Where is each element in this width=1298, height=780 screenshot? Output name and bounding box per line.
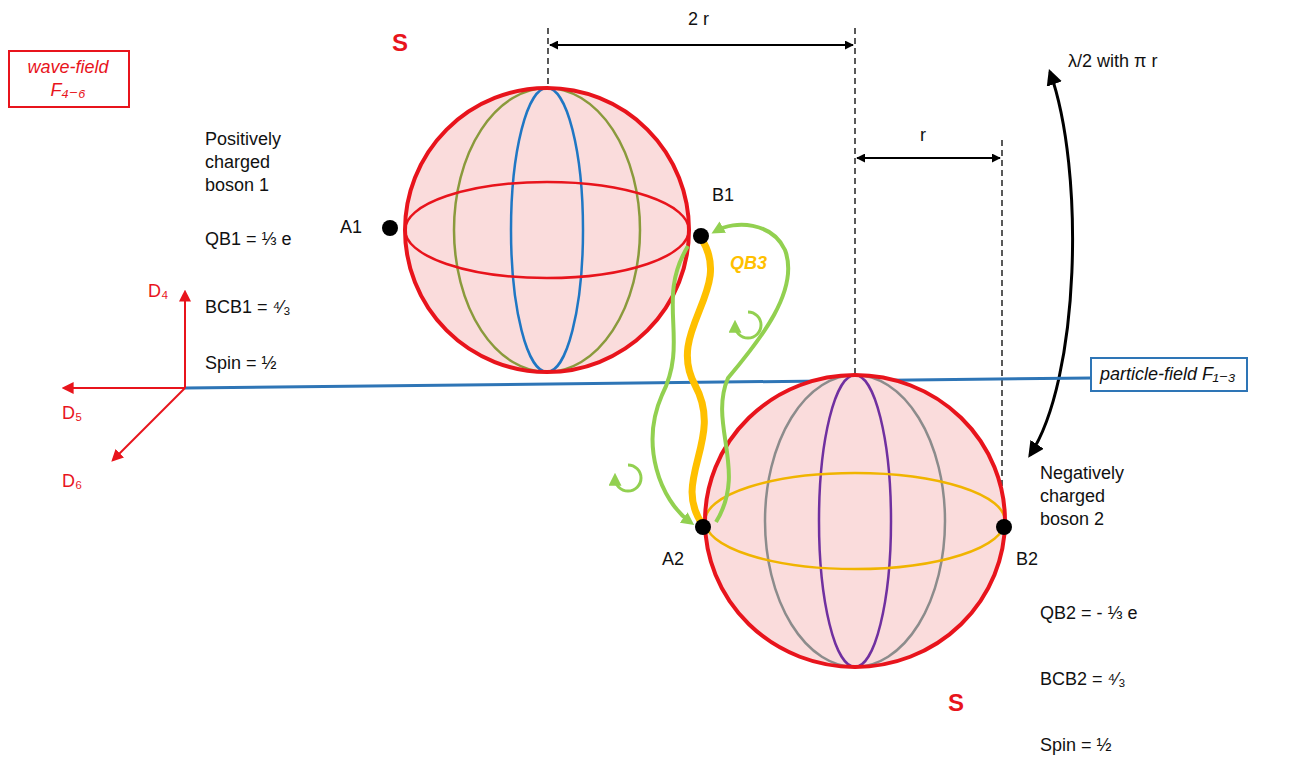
label-anchor: QB3 xyxy=(730,252,767,275)
label-anchor: Spin = ½ xyxy=(1040,734,1112,757)
meridian-ring xyxy=(454,88,640,372)
property-label: BCB1 = ⁴⁄₃ xyxy=(205,296,291,319)
label-anchor: A2 xyxy=(662,548,684,571)
axis-arrow xyxy=(184,292,186,388)
label-anchor: r xyxy=(920,124,926,147)
label-anchor: D₆ xyxy=(62,470,82,493)
meridian-ring xyxy=(819,375,891,667)
label-anchor: QB1 = ⅓ e xyxy=(205,228,292,251)
exchange-wave xyxy=(687,238,710,525)
point-label: A2 xyxy=(662,548,684,571)
spin-label: Spin = ½ xyxy=(1040,734,1112,757)
equator-ring xyxy=(405,182,689,278)
field-name: particle-field F₁₋₃ xyxy=(1100,363,1235,386)
field-name: wave-field F₄₋₆ xyxy=(18,56,118,102)
axis-arrow xyxy=(113,388,185,460)
spin-label: Spin = ½ xyxy=(205,352,277,375)
axis-label: D₅ xyxy=(62,402,82,425)
meridian-ring xyxy=(765,375,945,667)
sphere-fill xyxy=(705,375,1005,667)
sphere-label: S xyxy=(948,688,964,717)
particle-field-line xyxy=(185,378,1092,388)
point-dot xyxy=(382,220,398,236)
sphere-fill xyxy=(405,88,689,372)
point-label: B1 xyxy=(712,184,734,207)
property-label: BCB2 = ⁴⁄₃ xyxy=(1040,668,1126,691)
label-anchor: QB2 = - ⅓ e xyxy=(1040,602,1138,625)
label-anchor: D₄ xyxy=(148,280,168,303)
charge-label: QB1 = ⅓ e xyxy=(205,228,292,251)
dimension-label: 2 r xyxy=(688,8,709,31)
field-box: particle-field F₁₋₃ xyxy=(1090,357,1248,392)
point-dot xyxy=(693,228,709,244)
exchange-label: QB3 xyxy=(730,252,767,275)
label-anchor: 2 r xyxy=(688,8,709,31)
dimension-arrow xyxy=(550,44,853,46)
dimension-arrow xyxy=(857,157,1000,159)
flow-arrow xyxy=(716,225,788,522)
flow-arrow xyxy=(653,246,690,522)
label-anchor: A1 xyxy=(340,216,362,239)
point-dot xyxy=(695,519,711,535)
label-anchor: Positively charged boson 1 xyxy=(205,128,305,197)
label-anchor: S xyxy=(948,688,964,717)
boson-label: Positively charged boson 1 xyxy=(205,128,305,197)
label-anchor: Negatively charged boson 2 xyxy=(1040,462,1145,531)
dashed-guide xyxy=(547,28,548,88)
wavelength-arrow xyxy=(1030,72,1073,455)
charge-label: QB2 = - ⅓ e xyxy=(1040,602,1138,625)
field-box: wave-field F₄₋₆ xyxy=(8,50,130,108)
label-anchor: BCB1 = ⁴⁄₃ xyxy=(205,296,291,319)
dimension-label: r xyxy=(920,124,926,147)
equator-ring xyxy=(705,473,1005,569)
axis-label: D₄ xyxy=(148,280,168,303)
point-dot xyxy=(996,519,1012,535)
spin-loop xyxy=(735,312,761,338)
dashed-guide xyxy=(854,28,855,374)
label-anchor: B2 xyxy=(1016,548,1038,571)
sphere-label: S xyxy=(392,28,408,57)
label-anchor: λ/2 with π r xyxy=(1068,50,1157,73)
label-anchor: B1 xyxy=(712,184,734,207)
dashed-guide xyxy=(1001,140,1002,518)
sphere-outline xyxy=(405,88,689,372)
wavelength-label: λ/2 with π r xyxy=(1068,50,1157,73)
spin-loop xyxy=(615,465,641,491)
axis-label: D₆ xyxy=(62,470,82,493)
label-anchor: Spin = ½ xyxy=(205,352,277,375)
axis-arrow xyxy=(64,387,185,389)
boson-label: Negatively charged boson 2 xyxy=(1040,462,1145,531)
point-label: B2 xyxy=(1016,548,1038,571)
label-anchor: S xyxy=(392,28,408,57)
sphere-outline xyxy=(705,375,1005,667)
label-anchor: D₅ xyxy=(62,402,82,425)
meridian-ring xyxy=(511,88,583,372)
point-label: A1 xyxy=(340,216,362,239)
label-anchor: BCB2 = ⁴⁄₃ xyxy=(1040,668,1126,691)
